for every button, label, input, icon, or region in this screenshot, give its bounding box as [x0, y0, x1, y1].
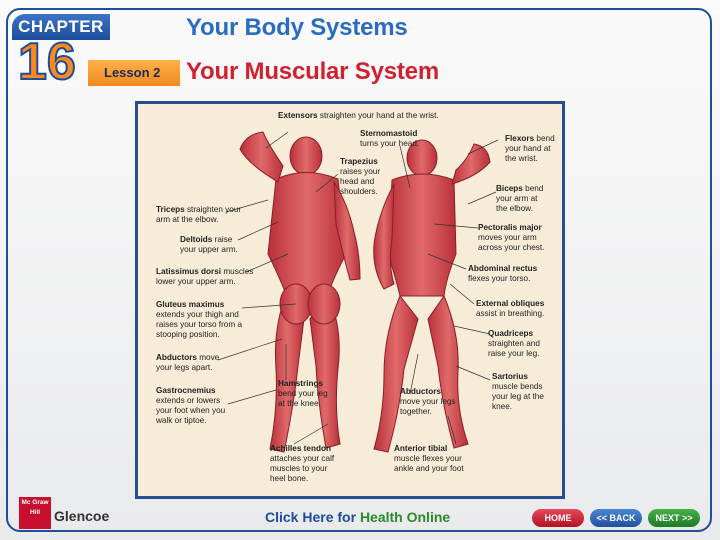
label-sternomastoid: Sternomastoid turns your head. [360, 129, 420, 148]
home-button[interactable]: HOME [532, 509, 584, 527]
publisher-logo: Mc Graw Hill [19, 497, 51, 529]
muscular-system-figure: Extensors straighten your hand at the wr… [135, 101, 565, 499]
next-button[interactable]: NEXT >> [648, 509, 700, 527]
label-abductors-back: Abductors move your legs apart. [156, 353, 220, 372]
chapter-label: CHAPTER [12, 14, 110, 40]
click-here-link: Health Online [359, 509, 451, 525]
label-extensors: Extensors straighten your hand at the wr… [278, 111, 439, 120]
label-trapezius: Trapezius raises your head and shoulders… [340, 157, 381, 196]
label-biceps: Biceps bend your arm at the elbow. [496, 184, 544, 213]
label-external-obliques: External obliques assist in breathing. [476, 299, 545, 318]
label-deltoids: Deltoids raise your upper arm. [180, 235, 238, 254]
label-quadriceps: Quadriceps straighten and raise your leg… [488, 329, 540, 358]
label-pectoralis-major: Pectoralis major moves your arm across y… [478, 223, 545, 252]
lesson-label: Lesson 2 [88, 60, 180, 86]
label-hamstrings: Hamstrings bend your leg at the knee. [278, 379, 328, 408]
muscle-figures-illustration [217, 131, 499, 453]
label-latissimus-dorsi: Latissimus dorsi muscles lower your uppe… [156, 267, 254, 286]
label-flexors: Flexors bend your hand at the wrist. [505, 134, 555, 163]
click-here-prefix: Click Here for [265, 509, 357, 525]
back-button[interactable]: << BACK [590, 509, 642, 527]
label-sartorius: Sartorius muscle bends your leg at the k… [492, 372, 544, 411]
brand-name: Glencoe [54, 508, 110, 524]
section-title: Your Body Systems [186, 14, 408, 41]
label-abductors-front: Abductors move your legs together. [400, 387, 456, 416]
label-achilles-tendon: Achilles tendon attaches your calf muscl… [270, 444, 335, 483]
page-title: Your Muscular System [186, 58, 439, 85]
label-abdominal-rectus: Abdominal rectus flexes your torso. [468, 264, 538, 283]
chapter-number: 16 [17, 33, 77, 91]
label-gastrocnemius: Gastrocnemius extends or lowers your foo… [156, 386, 226, 425]
health-online-link[interactable]: Click Here for Health Online [265, 509, 450, 525]
label-anterior-tibial: Anterior tibial muscle flexes your ankle… [394, 444, 464, 473]
label-gluteus-maximus: Gluteus maximus extends your thigh and r… [156, 300, 242, 339]
slide-frame [6, 8, 712, 532]
label-triceps: Triceps straighten your arm at the elbow… [156, 205, 242, 224]
